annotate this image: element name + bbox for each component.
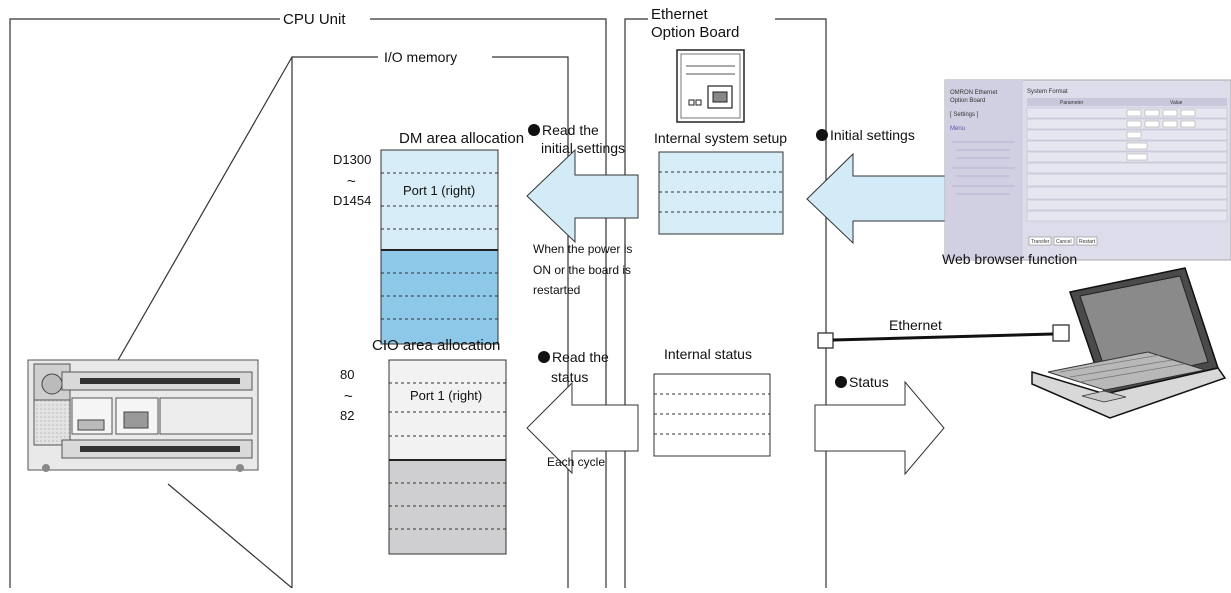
cio-port-label: Port 1 (right) [410, 388, 482, 403]
power-note-2: ON or the board is [533, 263, 631, 277]
cio-end-address: 82 [340, 408, 354, 423]
browser-button-transfer: Transfer [1031, 239, 1050, 245]
ethernet-label: Ethernet [889, 317, 942, 333]
ethernet-port-board [817, 332, 834, 349]
status-label: Status [849, 374, 889, 390]
read-initial-label-1: Read the [542, 122, 599, 138]
read-initial-bullet [528, 124, 540, 136]
web-browser-screenshot: OMRON Ethernet Option Board [ Settings ]… [944, 79, 1231, 261]
dm-end-address: D1454 [333, 193, 371, 208]
zoom-line-top [116, 56, 293, 363]
read-status-bullet [538, 351, 550, 363]
ethernet-port-laptop [1052, 324, 1070, 342]
web-browser-function-label: Web browser function [942, 251, 1077, 267]
cio-area-block: Port 1 (right) [388, 359, 507, 555]
browser-button-cancel: Cancel [1056, 239, 1072, 245]
status-arrow [814, 380, 945, 476]
option-board-label-2: Option Board [651, 24, 739, 41]
read-initial-label-2: initial settings [541, 140, 625, 156]
browser-button-restart: Restart [1079, 239, 1096, 245]
internal-setup-box [658, 151, 784, 235]
io-memory-label: I/O memory [384, 49, 457, 65]
internal-setup-title: Internal system setup [654, 130, 787, 146]
option-board-label-1: Ethernet [651, 6, 709, 23]
status-bullet [835, 376, 847, 388]
browser-sidebar-menu: [ Settings ] [950, 112, 979, 118]
cio-area-title: CIO area allocation [372, 337, 500, 354]
cpu-unit-frame [9, 18, 607, 588]
cio-range-tilde: ~ [344, 388, 353, 405]
browser-sidebar-title-2: Option Board [950, 98, 985, 104]
dm-area-block: Port 1 (right) [380, 149, 499, 345]
laptop-icon [1031, 267, 1227, 419]
dm-range-tilde: ~ [347, 173, 356, 190]
internal-status-title: Internal status [664, 346, 752, 362]
option-board-frame [624, 18, 827, 588]
each-cycle-label: Each cycle [547, 455, 605, 469]
dm-area-title: DM area allocation [399, 130, 524, 147]
initial-settings-label: Initial settings [830, 127, 915, 143]
internal-status-box [653, 373, 771, 457]
browser-col-parameter: Parameter [1060, 100, 1084, 106]
cio-start-address: 80 [340, 367, 354, 382]
read-status-label-2: status [551, 369, 588, 385]
plc-cpu-unit-illustration [27, 359, 259, 472]
initial-settings-bullet [816, 129, 828, 141]
power-note-1: When the power is [533, 242, 632, 256]
option-board-card-icon [676, 49, 745, 123]
power-note-3: restarted [533, 283, 580, 297]
initial-settings-arrow [806, 152, 951, 245]
browser-panel-title: System Format [1027, 89, 1068, 95]
zoom-line-bottom [167, 483, 293, 589]
read-initial-settings-arrow [526, 148, 639, 244]
dm-start-address: D1300 [333, 152, 371, 167]
dm-port-label: Port 1 (right) [403, 183, 475, 198]
browser-col-value: Value [1170, 100, 1183, 106]
cpu-unit-label: CPU Unit [283, 11, 346, 28]
ethernet-cable [832, 332, 1054, 342]
read-status-label-1: Read the [552, 349, 609, 365]
read-status-arrow [526, 381, 639, 475]
browser-sidebar-title-1: OMRON Ethernet [950, 90, 998, 96]
browser-sidebar-home: Menu [950, 126, 965, 132]
